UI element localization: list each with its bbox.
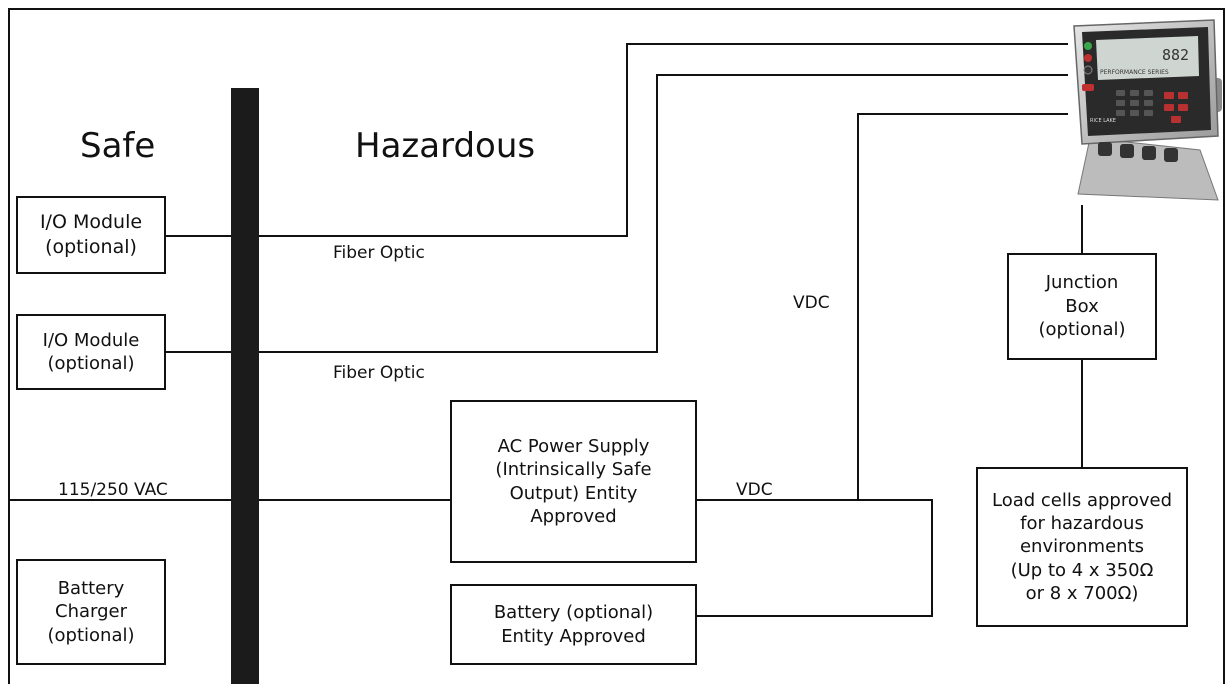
hazardous-zone-label: Hazardous — [355, 126, 535, 166]
indicator-display-value: 882 — [1162, 46, 1189, 64]
fiber-optic-label-1: Fiber Optic — [333, 243, 425, 263]
indicator-display-caption: PERFORMANCE SERIES — [1100, 69, 1169, 76]
battery-charger-box: Battery Charger (optional) — [16, 559, 166, 665]
weight-indicator-image: 882 PERFORMANCE SERIES RICE LAKE — [1068, 18, 1227, 204]
battery-box: Battery (optional) Entity Approved — [450, 584, 697, 665]
io-module-box-1: I/O Module (optional) — [16, 196, 166, 274]
ac-power-supply-box: AC Power Supply (Intrinsically Safe Outp… — [450, 400, 697, 563]
vac-label: 115/250 VAC — [58, 480, 168, 500]
safe-zone-label: Safe — [80, 126, 155, 166]
vdc-label-lower: VDC — [736, 480, 773, 500]
fiber-optic-line-1 — [166, 44, 1068, 236]
vdc-label-upper: VDC — [793, 293, 830, 313]
load-cells-box: Load cells approved for hazardous enviro… — [976, 467, 1188, 627]
intrinsic-safety-barrier — [231, 88, 259, 684]
vdc-line-lower — [697, 500, 932, 616]
indicator-brand: RICE LAKE — [1090, 118, 1116, 124]
io-module-box-2: I/O Module (optional) — [16, 314, 166, 390]
fiber-optic-label-2: Fiber Optic — [333, 363, 425, 383]
fiber-optic-line-2 — [166, 75, 1068, 352]
junction-box: Junction Box (optional) — [1007, 253, 1157, 360]
